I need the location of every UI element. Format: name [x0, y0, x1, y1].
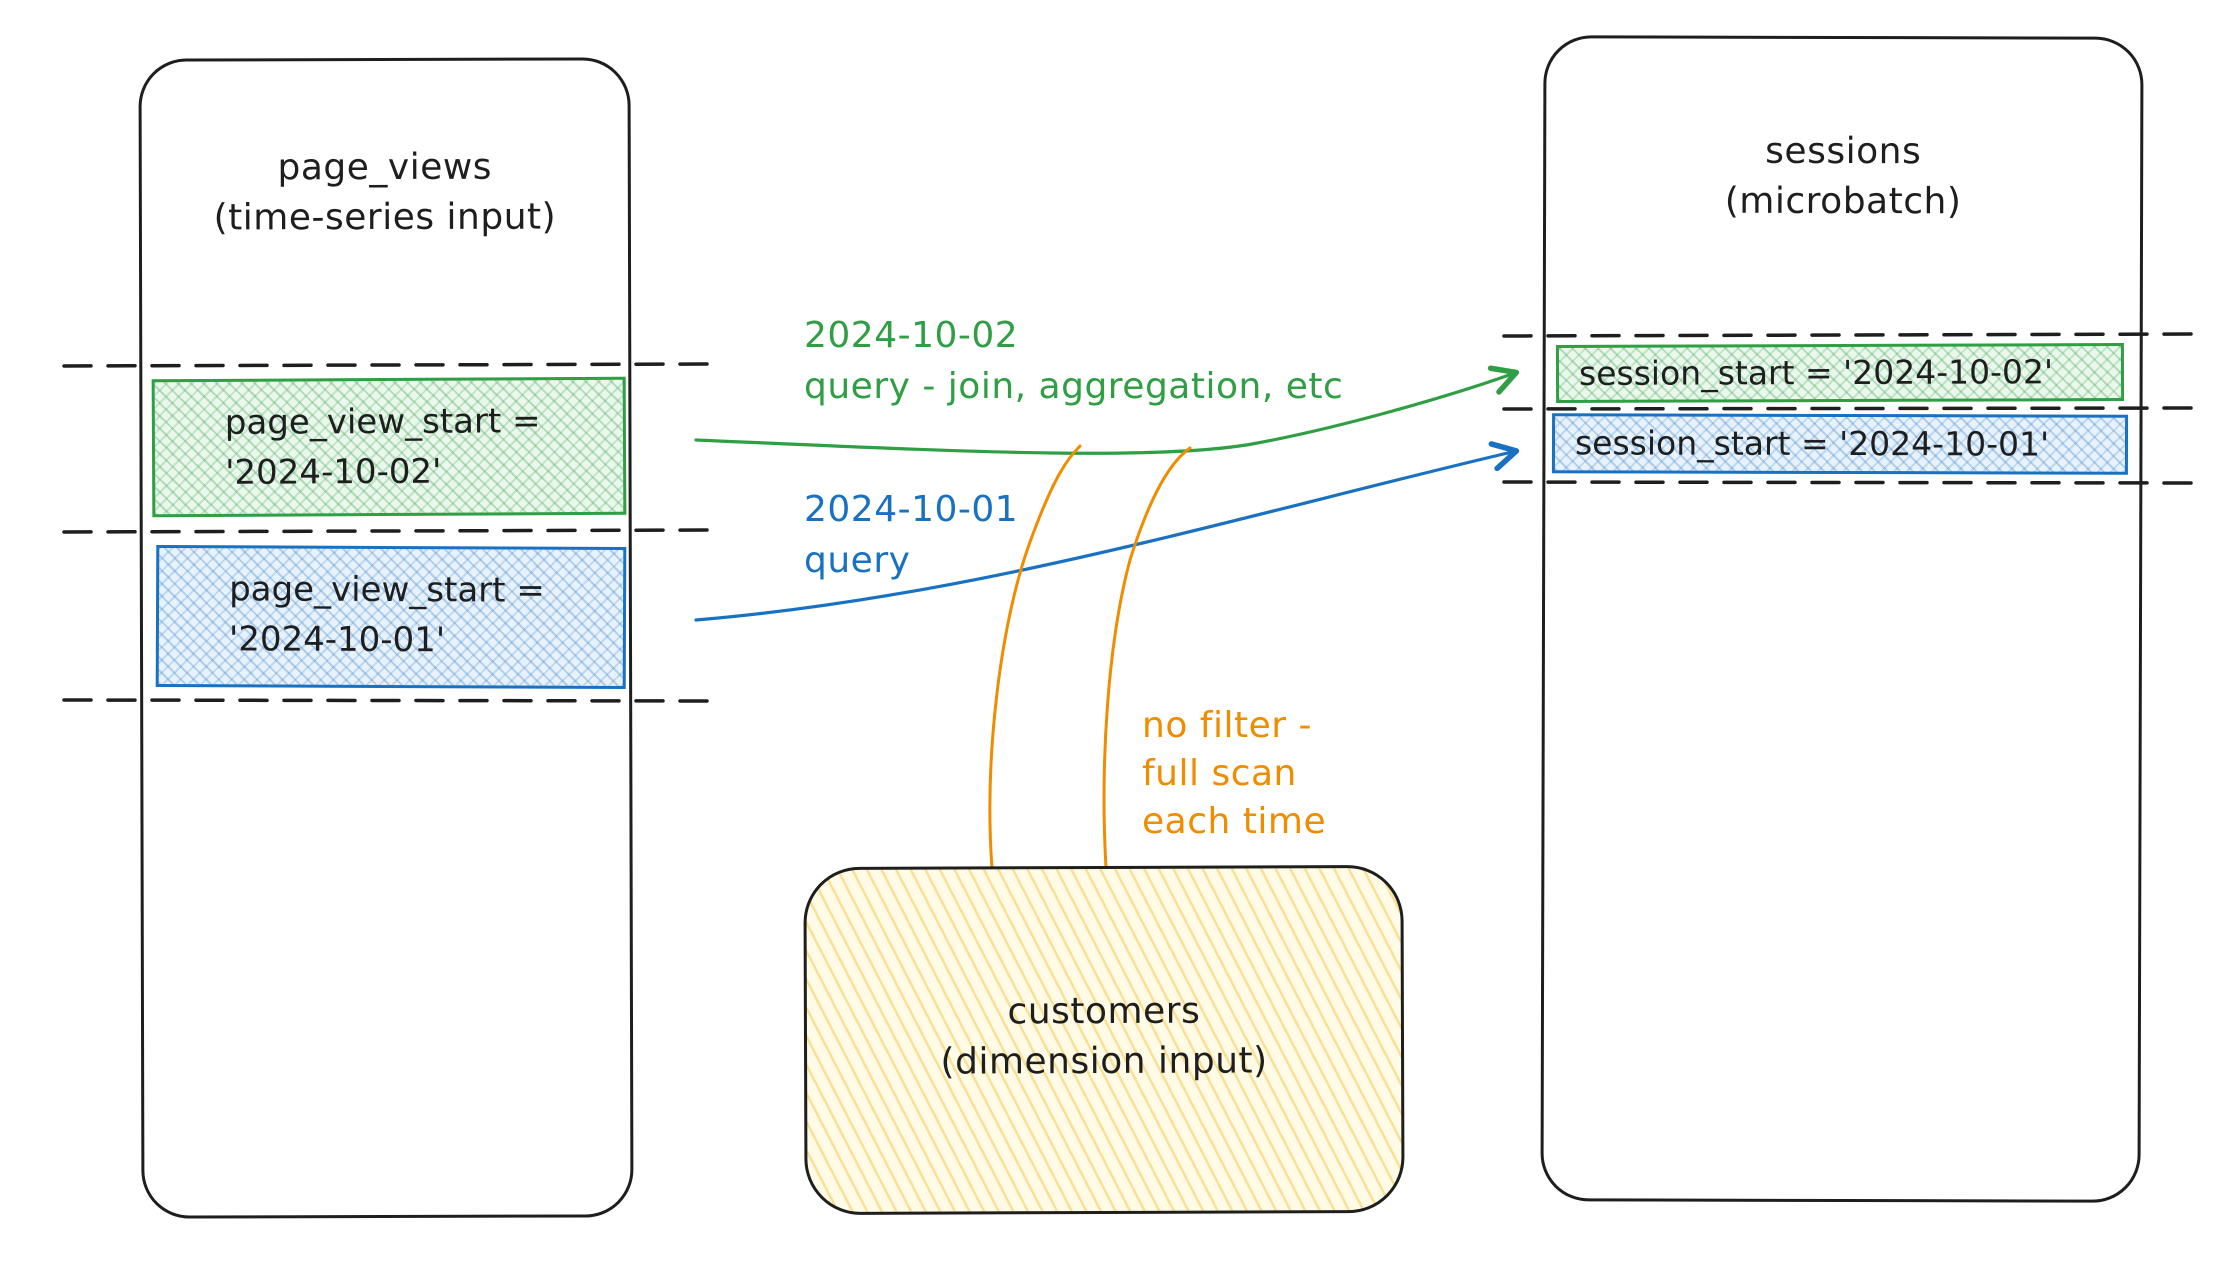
blue-query-date: 2024-10-01 [804, 489, 1019, 530]
partition-label-line1: page_view_start = [224, 401, 541, 443]
full-scan-annotation: no filter - full scan each time [1142, 702, 1326, 846]
partition-label-line1: page_view_start = [229, 569, 545, 611]
sessions-partition-2024-10-02: session_start = '2024-10-02' [1555, 343, 2125, 403]
partition-divider-right-middle [1502, 406, 2204, 411]
page-views-title: page_views (time-series input) [142, 142, 628, 243]
partition-divider-right-bottom [1502, 480, 2204, 485]
full-scan-line1: no filter - [1142, 705, 1312, 746]
blue-query-description: query [804, 540, 911, 581]
blue-query-annotation: 2024-10-01 query [804, 484, 1018, 586]
page-views-title-line2: (time-series input) [213, 196, 557, 239]
sessions-partition-2024-10-01: session_start = '2024-10-01' [1551, 413, 2129, 475]
sessions-title: sessions (microbatch) [1546, 126, 2140, 228]
sessions-table: sessions (microbatch) [1540, 35, 2144, 1203]
full-scan-line3: each time [1142, 801, 1327, 842]
partition-divider-right-top [1502, 332, 2204, 338]
customers-scan-connector-left [988, 444, 1082, 870]
customers-scan-connector-right [1102, 446, 1192, 870]
customers-table: customers (dimension input) [803, 864, 1405, 1216]
green-query-description: query - join, aggregation, etc [804, 366, 1344, 407]
sessions-title-line2: (microbatch) [1724, 180, 1962, 223]
full-scan-line2: full scan [1142, 753, 1297, 794]
customers-title-line2: (dimension input) [940, 1040, 1268, 1083]
partition-divider-left-bottom [62, 698, 714, 703]
customers-title: customers (dimension input) [807, 986, 1401, 1088]
page-views-partition-2024-10-01: page_view_start = '2024-10-01' [155, 544, 627, 690]
partition-divider-left-middle [62, 528, 714, 534]
partition-label: session_start = '2024-10-02' [1578, 352, 2054, 393]
green-query-date: 2024-10-02 [804, 315, 1019, 356]
partition-label: session_start = '2024-10-01' [1574, 423, 2050, 464]
page-views-title-line1: page_views [277, 146, 493, 189]
blue-query-arrow [694, 441, 1520, 622]
green-query-annotation: 2024-10-02 query - join, aggregation, et… [804, 310, 1343, 412]
page-views-partition-2024-10-02: page_view_start = '2024-10-02' [151, 376, 627, 518]
partition-label-line2: '2024-10-01' [228, 619, 446, 661]
partition-divider-left-top [62, 362, 714, 368]
green-query-arrow [694, 365, 1520, 455]
partition-label-line2: '2024-10-02' [225, 451, 442, 493]
customers-title-line1: customers [1007, 990, 1201, 1033]
sessions-title-line1: sessions [1765, 130, 1922, 173]
